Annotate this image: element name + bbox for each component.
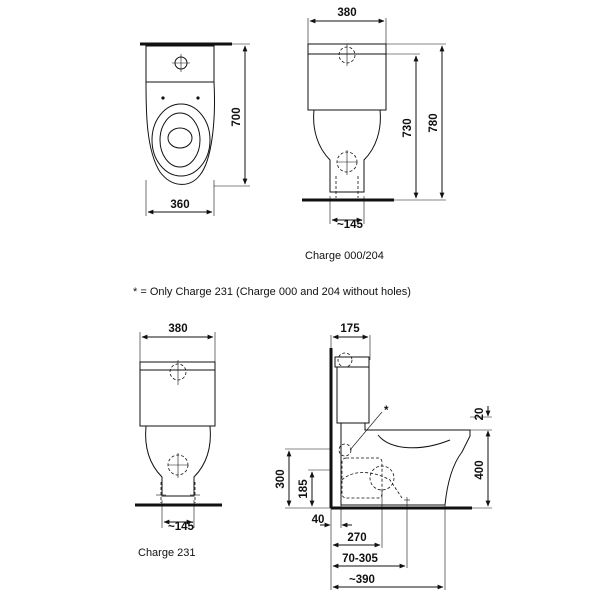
side-outlet-distance-label: 270: [347, 532, 366, 544]
top-view-depth-label: 700: [231, 107, 243, 126]
side-outlet-height-inner-label: 185: [298, 479, 310, 499]
side-wall-offset-label: 40: [312, 514, 325, 526]
side-asterisk: *: [384, 405, 389, 417]
charge-note: * = Only Charge 231 (Charge 000 and 204 …: [133, 286, 411, 298]
side-total-depth-label: ~390: [349, 574, 375, 586]
side-tank-depth-label: 175: [340, 323, 360, 335]
top-view-drawing: 700 360: [140, 42, 250, 216]
side-view-drawing: 175 * 20 400 300 185: [275, 323, 492, 590]
front-top-outlet-spacing-label: ~145: [337, 219, 364, 231]
caption-charge-231: Charge 231: [138, 547, 196, 559]
side-outlet-range-label: 70-305: [342, 553, 378, 565]
side-rim-height-label: 400: [474, 460, 486, 479]
front-top-width-label: 380: [337, 7, 356, 19]
caption-charge-000-204: Charge 000/204: [305, 250, 384, 262]
front-top-bowl-height-label: 730: [402, 118, 414, 137]
side-outlet-height-outer-label: 300: [275, 469, 287, 488]
front-view-top-drawing: 380 ~145 730 780: [302, 7, 446, 231]
front-bottom-width-label: 380: [168, 323, 187, 335]
side-rim-gap-label: 20: [474, 408, 486, 421]
front-view-bottom-drawing: 380 ~145: [135, 323, 222, 533]
front-bottom-outlet-spacing-label: ~145: [168, 521, 195, 533]
front-top-total-height-label: 780: [428, 113, 440, 132]
top-view-width-label: 360: [170, 199, 189, 211]
